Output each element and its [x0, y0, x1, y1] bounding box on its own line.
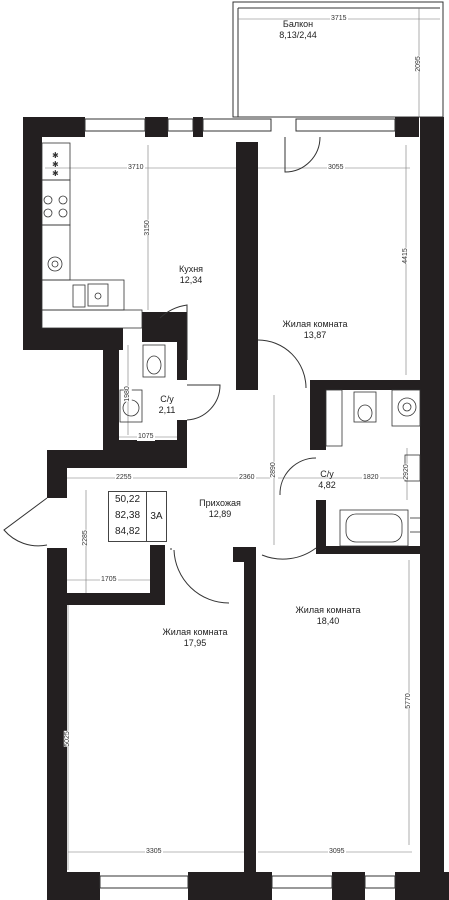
- dim-entry-height: 2285: [81, 530, 90, 546]
- balcony-area: [232, 1, 444, 118]
- windows: [84, 118, 396, 889]
- kitchen-fixtures: [41, 142, 143, 329]
- living-area-value: 50,22: [114, 494, 141, 505]
- svg-text:✱: ✱: [52, 151, 59, 160]
- dim-balcony-height: 2095: [414, 56, 423, 72]
- dim-bath2-height: 2920: [402, 464, 411, 480]
- total-area-balcony-value: 84,82: [114, 526, 141, 537]
- dim-bath1-height: 1980: [123, 386, 132, 402]
- dim-bath2-width: 1820: [362, 474, 380, 482]
- dim-hall-right-width: 2360: [238, 474, 256, 482]
- dim-kitchen-height: 3150: [143, 220, 152, 236]
- doors: [3, 136, 321, 604]
- dim-living1-width: 3055: [327, 164, 345, 172]
- dim-entry-width: 1705: [100, 576, 118, 584]
- dim-living3-height: 5770: [404, 693, 413, 709]
- dim-living1-height: 4415: [401, 248, 410, 264]
- dim-living3-width: 3095: [328, 848, 346, 856]
- total-area-value: 82,38: [114, 510, 141, 521]
- dim-balcony-width: 3715: [330, 15, 348, 23]
- stove-burners-icon: ✱ ✱ ✱: [52, 151, 59, 178]
- area-summary-table: 50,22 82,38 84,82 3А: [108, 491, 167, 542]
- dim-kitchen-width: 3710: [127, 164, 145, 172]
- rooms-count-value: 3А: [150, 511, 163, 522]
- dim-hall-left-width: 2255: [115, 474, 133, 482]
- dim-living2-height: 5025: [63, 731, 72, 747]
- dim-hall-height: 2890: [269, 462, 278, 478]
- svg-text:✱: ✱: [52, 169, 59, 178]
- bath2-fixtures: [325, 389, 421, 547]
- dim-living2-width: 3305: [145, 848, 163, 856]
- dim-bath1-width: 1075: [137, 433, 155, 441]
- walls: [23, 117, 449, 900]
- svg-text:✱: ✱: [52, 160, 59, 169]
